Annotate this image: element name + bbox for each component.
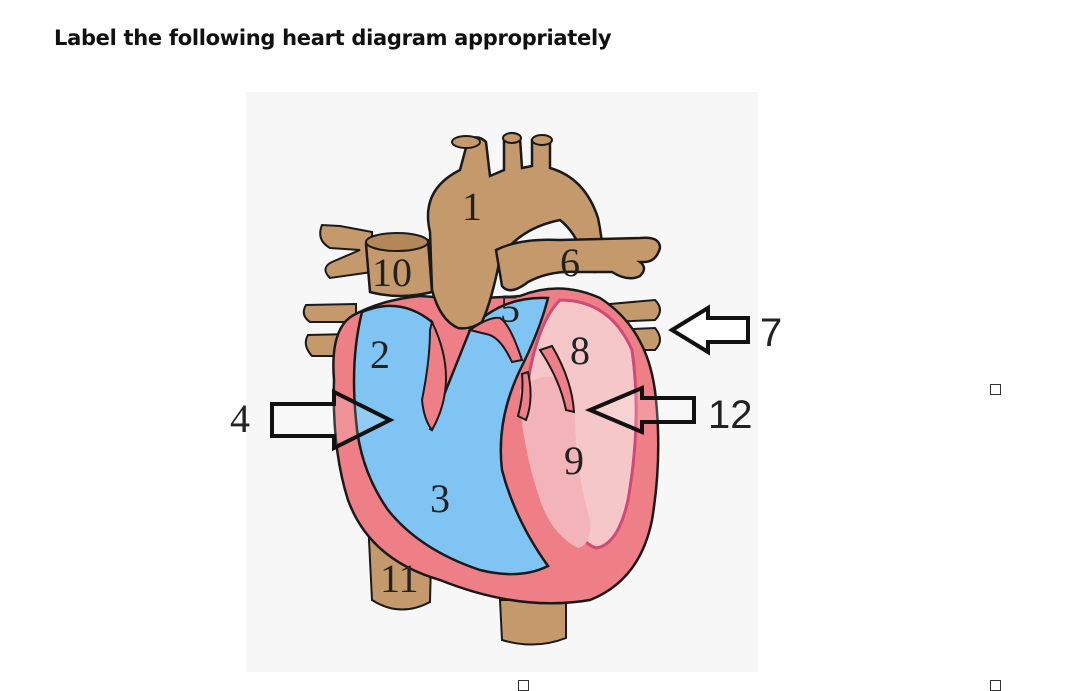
label-8: 8	[570, 328, 590, 373]
label-9: 9	[564, 438, 584, 483]
label-4: 4	[230, 396, 250, 441]
tricuspid-valve	[420, 319, 447, 432]
superior-vena-cava-branches	[319, 223, 373, 280]
label-3: 3	[430, 476, 450, 521]
label-12: 12	[708, 393, 753, 437]
label-7: 7	[760, 311, 782, 355]
page-title: Label the following heart diagram approp…	[54, 26, 612, 50]
left-ventricle-inner	[520, 376, 591, 548]
arrow-7	[668, 304, 750, 356]
pulmonary-artery	[494, 236, 662, 292]
object-handle-box[interactable]	[990, 384, 1001, 395]
superior-vena-cava-opening	[365, 232, 429, 252]
label-5: 5	[500, 286, 520, 331]
arrow-12	[584, 384, 696, 436]
pulmonary-valve	[467, 316, 524, 364]
aortic-branch-openings	[451, 132, 553, 149]
aorta-bottom-stub	[498, 599, 567, 646]
mitral-valve	[516, 344, 576, 422]
arrow-4	[270, 388, 395, 452]
label-2: 2	[370, 332, 390, 377]
label-11: 11	[380, 556, 419, 601]
label-1: 1	[462, 184, 482, 229]
label-10: 10	[372, 250, 412, 295]
label-6: 6	[560, 240, 580, 285]
